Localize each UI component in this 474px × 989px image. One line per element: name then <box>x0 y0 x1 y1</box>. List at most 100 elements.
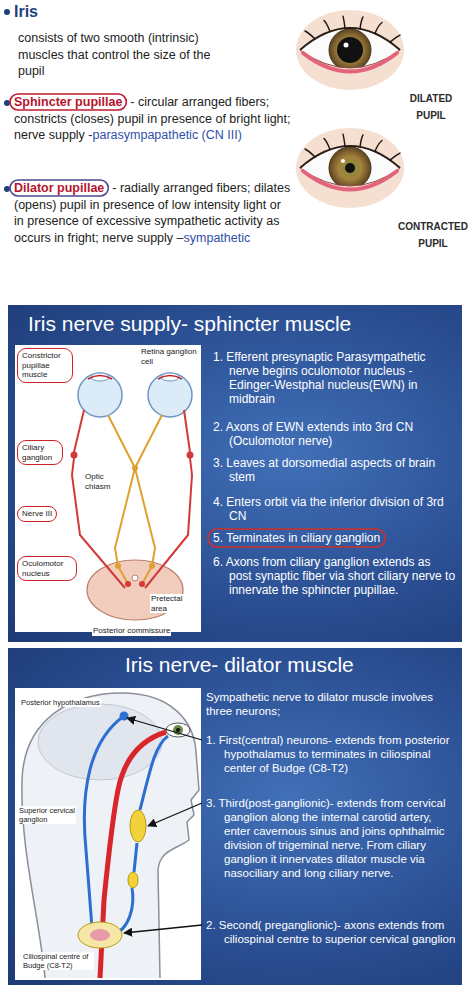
info-panel: Posterior hypothalamusSuperior cervical … <box>8 648 462 985</box>
pupillary-pathway <box>139 581 145 587</box>
label-text: Nerve III <box>22 509 52 519</box>
panel-title: Iris nerve- dilator muscle <box>125 652 455 678</box>
label-text: Ciliary ganglion <box>22 443 58 462</box>
contracted-eye <box>296 128 404 208</box>
list-item: 2. Second( preganglionic)- axons extends… <box>206 918 456 946</box>
bullet-dot <box>4 9 10 15</box>
heading-text: Iris <box>14 3 38 20</box>
circled-label: Constrictor pupillae muscle <box>17 348 73 383</box>
text-slot: 6. Axons from ciliary ganglion extends a… <box>213 555 456 597</box>
sympathetic-pathway <box>130 810 146 842</box>
dilated-eye <box>344 43 349 48</box>
body-paragraph: Dilator pupillae- radially arranged fibe… <box>14 180 292 246</box>
list-item: 1. First(central) neurons- extends from … <box>206 733 456 775</box>
term-text: Sphincter pupillae <box>14 95 122 109</box>
highlight-oval <box>10 180 108 196</box>
sympathetic-pathway <box>176 728 180 732</box>
sympathetic-pathway <box>84 716 124 928</box>
list-item: 5. Terminates in ciliary ganglion <box>213 531 456 545</box>
text-slot: 3. Third(post-ganglionic)- extends from … <box>206 796 456 880</box>
sympathetic-pathway <box>120 712 129 721</box>
bullet-dot <box>4 100 10 106</box>
text-slot: Iris nerve supply- sphincter muscle <box>28 311 456 337</box>
pupillary-pathway <box>135 468 155 566</box>
pupillary-pathway <box>115 465 155 569</box>
pupillary-pathway <box>72 410 192 588</box>
sympathetic-pathway <box>100 732 166 978</box>
caption-text: DILATED PUPIL <box>410 93 453 121</box>
pupillary-pathway <box>187 452 194 459</box>
leader-arrow <box>127 718 202 740</box>
body-paragraph: Sphincter pupillae- circular arranged fi… <box>14 94 292 144</box>
figure-label: Superior cervical ganglion <box>18 806 76 824</box>
sympathetic-pathway <box>22 693 199 978</box>
text-slot: 4. Enters orbit via the inferior divisio… <box>213 495 456 523</box>
text-slot: 1. Efferent presynaptic Parasympathetic … <box>213 350 456 406</box>
pupillary-pathway <box>115 563 121 569</box>
contracted-eye <box>296 128 404 208</box>
body-text: consists of two smooth (intrinsic) muscl… <box>18 31 210 78</box>
annotation-layer <box>10 94 385 933</box>
text-slot: Posterior commissure <box>92 619 196 637</box>
text-slot: 2. Second( preganglionic)- axons extends… <box>206 918 456 946</box>
text-slot: Iris nerve- dilator muscle <box>125 652 455 678</box>
figure-label: Posterior hypothalamus <box>20 698 101 707</box>
figure-label: Pretectal area <box>150 594 198 613</box>
text-slot: 3. Leaves at dorsomedial aspects of brai… <box>213 456 456 484</box>
list-item: 2. Axons of EWN extends into 3rd CN (Ocu… <box>213 420 456 448</box>
panel-text: Sympathetic nerve to dilator muscle invo… <box>206 690 458 718</box>
term-text: Dilator pupillae <box>14 181 104 195</box>
dilated-eye <box>296 10 404 90</box>
sympathetic-pathway <box>22 693 199 978</box>
pupillary-pathway <box>149 563 155 569</box>
pupillary-pathway <box>88 376 112 380</box>
sympathetic-pathway <box>112 888 133 935</box>
pupillary-pathway <box>132 465 138 471</box>
body-text: sympathetic <box>184 231 251 245</box>
dilated-eye <box>337 37 363 63</box>
pupillary-pathway <box>145 458 192 588</box>
figure-label: Optic chiasm <box>84 472 120 491</box>
dilated-eye <box>296 10 404 90</box>
text-slot: 2. Axons of EWN extends into 3rd CN (Ocu… <box>213 420 456 448</box>
pupillary-pathway <box>148 373 192 417</box>
contracted-eye <box>345 163 355 173</box>
illustration-box: Posterior hypothalamusSuperior cervical … <box>15 688 201 980</box>
section-heading: Iris <box>14 2 214 22</box>
list-item: 4. Enters orbit via the inferior divisio… <box>213 495 456 523</box>
label-text: Constrictor pupillae muscle <box>22 351 68 380</box>
figure-label: Retina ganglion cell <box>140 347 198 366</box>
circled-label: Oculomotor nucleus <box>17 556 77 581</box>
text-slot: Optic chiasm <box>84 472 120 493</box>
list-item: 1. Efferent presynaptic Parasympathetic … <box>213 350 456 406</box>
sympathetic-pathway <box>173 725 183 735</box>
illustration-box: Constrictor pupillae muscleCiliary gangl… <box>15 345 201 632</box>
pupillary-pathway <box>135 415 162 468</box>
pupillary-pathway <box>74 410 84 452</box>
label-text: Oculomotor nucleus <box>22 559 72 578</box>
text-slot: Posterior hypothalamus <box>20 691 115 709</box>
pupillary-pathway <box>108 415 162 584</box>
pupillary-pathway <box>142 566 152 584</box>
pupillary-pathway <box>184 410 190 452</box>
caption-text: CONTRACTED PUPIL <box>398 221 468 249</box>
text-slot: Sympathetic nerve to dilator muscle invo… <box>206 690 458 718</box>
panel-title: Iris nerve supply- sphincter muscle <box>28 311 456 337</box>
figure-label: Posterior commissure <box>92 626 171 636</box>
figure-label: Ciliospinal centre of Budge (C8-T2) <box>22 952 94 970</box>
list-item: 3. Third(post-ganglionic)- extends from … <box>206 796 456 880</box>
highlight-oval <box>208 529 385 547</box>
pupillary-pathway <box>158 376 182 380</box>
text-slot: Pretectal area <box>150 594 198 615</box>
text-slot: Retina ganglion cell <box>140 347 198 368</box>
pupillary-pathway <box>115 468 135 566</box>
highlight-oval <box>10 94 126 110</box>
sympathetic-pathway <box>140 736 168 810</box>
sympathetic-pathway <box>128 872 138 888</box>
contracted-eye <box>341 159 345 163</box>
leader-arrow <box>148 803 202 826</box>
list-item: 3. Leaves at dorsomedial aspects of brai… <box>213 456 456 484</box>
text-slot: Superior cervical ganglion <box>18 806 76 826</box>
circled-label: Nerve III <box>17 506 57 522</box>
